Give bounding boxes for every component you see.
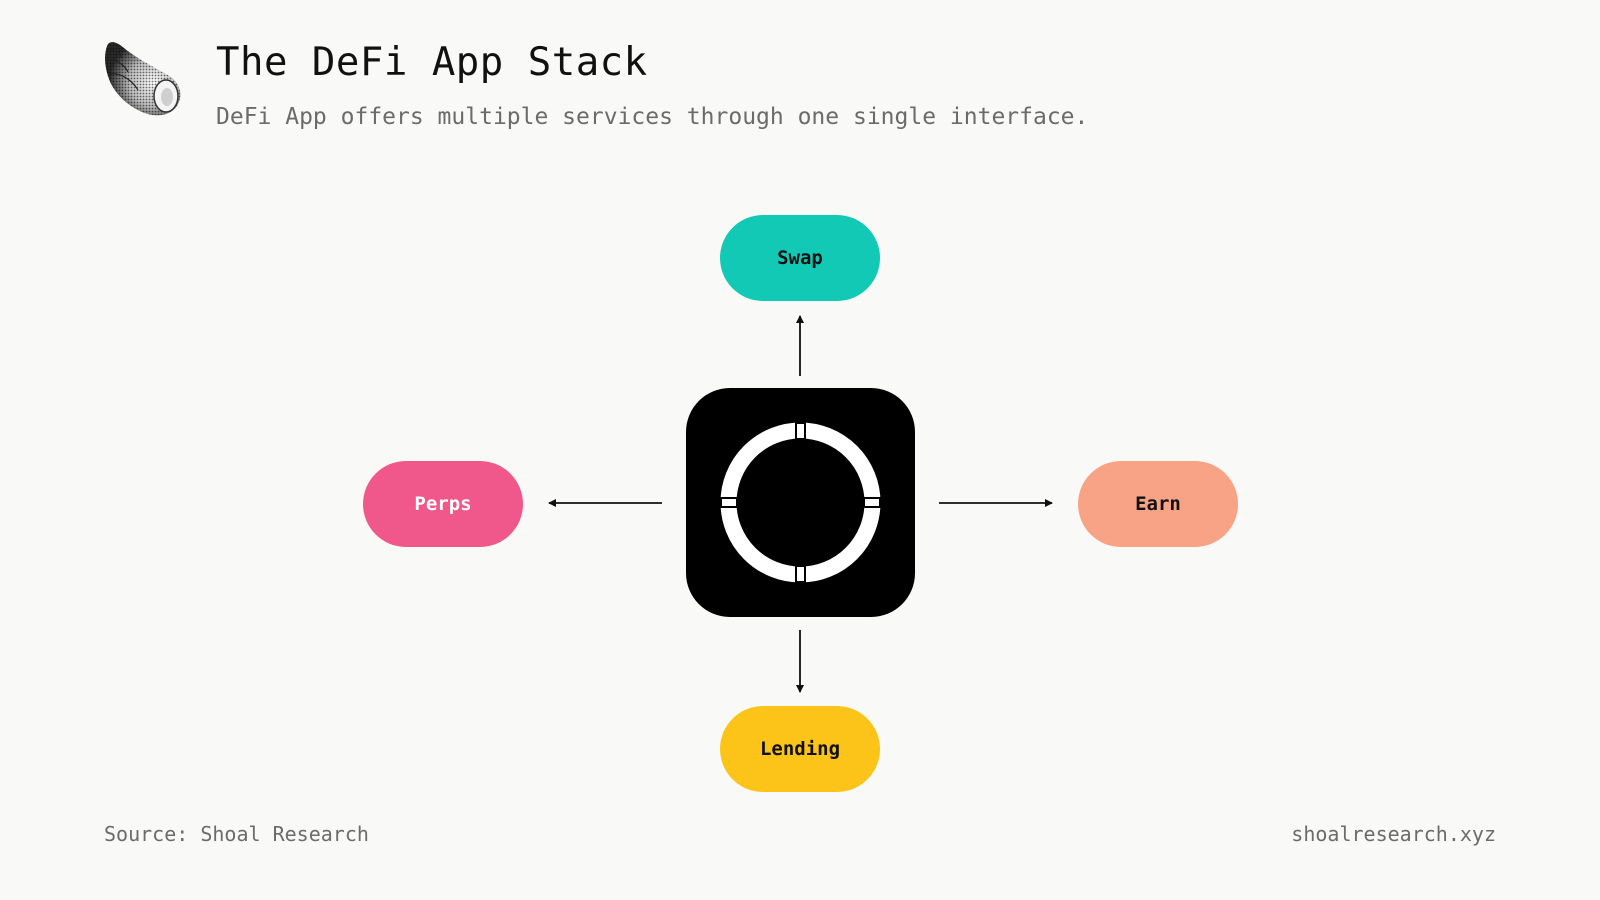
source-note: Source: Shoal Research	[104, 822, 369, 846]
shell-logo-icon	[100, 38, 184, 120]
node-lending: Lending	[720, 706, 880, 792]
node-earn: Earn	[1078, 461, 1238, 547]
node-lending-label: Lending	[759, 738, 841, 760]
node-earn-label: Earn	[1135, 493, 1181, 515]
page-subtitle: DeFi App offers multiple services throug…	[216, 104, 1089, 130]
defi-app-hub	[686, 388, 915, 617]
site-link[interactable]: shoalresearch.xyz	[1291, 822, 1496, 846]
defi-app-ring-icon	[716, 418, 885, 587]
node-swap: Swap	[720, 215, 880, 301]
node-swap-label: Swap	[777, 247, 823, 269]
node-perps-label: Perps	[414, 493, 472, 515]
page-title: The DeFi App Stack	[216, 40, 648, 85]
node-perps: Perps	[363, 461, 523, 547]
